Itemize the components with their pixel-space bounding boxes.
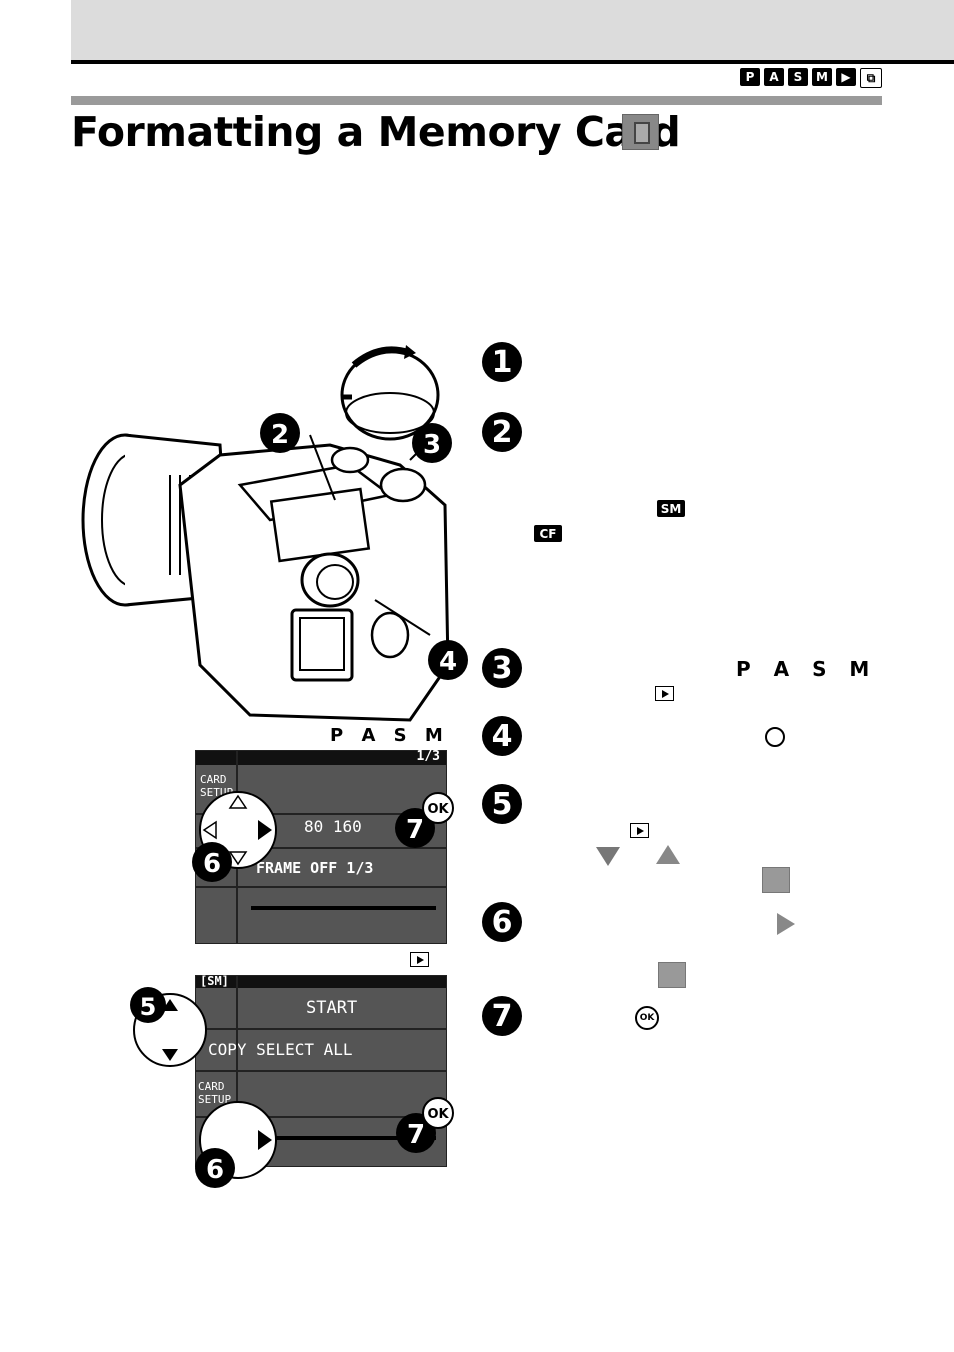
header-band [71,0,954,60]
step-1-number: 1 [482,342,522,382]
mode-letters: P A S M [736,657,878,681]
screen2-topbar [196,976,446,988]
screen2-copy: COPY SELECT ALL [208,1040,353,1059]
header-rule [71,60,954,64]
screen1-callout-7: 7 [406,815,424,845]
mode-p-icon: P [740,68,760,86]
screen1-frame: FRAME OFF 1/3 [256,859,374,877]
screen2-callout-7: 7 [407,1120,425,1150]
screen2-tag: [SM] [200,974,229,988]
callout-4: 4 [439,647,457,677]
mode-m-icon: M [812,68,832,86]
screen1-page: 1/3 [416,749,440,764]
screen2-start: START [306,998,358,1018]
page-title: Formatting a Memory Card [71,108,681,156]
screen1-callout-6: 6 [203,849,221,879]
mode-dial-icon [340,345,440,441]
ok-button-icon: OK [635,1006,659,1030]
mode-s-icon: S [788,68,808,86]
screen2-callout-6: 6 [206,1155,224,1185]
step-5-number: 5 [482,784,522,824]
step-3-number: 3 [482,648,522,688]
screen1-overlay: 6 7 OK [192,791,454,882]
card-setup-icon [762,867,790,893]
screen1-scale [251,906,436,910]
callout-3: 3 [423,430,441,460]
step-2-number: 2 [482,412,522,452]
screen1-ok: OK [427,802,449,817]
up-arrow-icon [656,845,680,864]
screen2-callout-5: 5 [140,993,157,1021]
screen1-card-setup: CARD SETUP [200,773,234,799]
screen1-mode-letters: P A S M [330,725,449,746]
section-rule [71,96,882,105]
callout-2: 2 [271,420,289,450]
camera-illustration: 2 3 4 [81,345,468,722]
mode-play-icon: ▶ [836,68,856,86]
mode-pc-icon: ⧉ [860,68,882,88]
screen1-values: 80 160 [304,817,362,836]
screen1-topbar [196,751,446,765]
step-4-number: 4 [482,716,522,756]
down-arrow-icon [596,847,620,866]
screen2-overlay: 5 6 7 OK [130,987,454,1188]
cf-card-badge: CF [534,525,562,542]
mode-icons: P A S M ▶ ⧉ [740,68,882,88]
format-icon [658,962,686,988]
play-icon [630,823,649,838]
card-format-icon [622,114,659,150]
sm-card-badge: SM [657,500,685,517]
screen2-play-icon [410,952,429,967]
menu-button-icon [765,727,785,747]
right-arrow-icon [777,913,795,935]
mode-a-icon: A [764,68,784,86]
screen2-scale [276,1136,436,1140]
screen2-card-setup: CARD SETUP [198,1080,232,1106]
step-7-number: 7 [482,996,522,1036]
step-6-number: 6 [482,902,522,942]
screen2-ok: OK [427,1107,449,1122]
play-icon [655,686,674,701]
